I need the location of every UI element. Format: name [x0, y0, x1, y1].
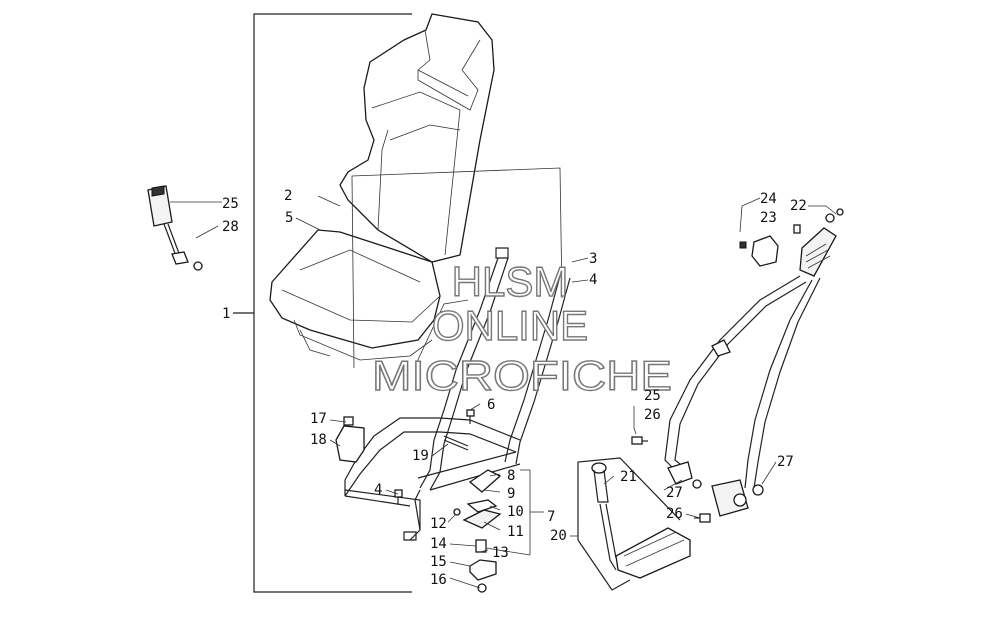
callout-2: 2 [284, 188, 292, 204]
callout-3: 3 [589, 251, 597, 267]
callout-14: 14 [430, 536, 447, 552]
watermark-line2: ONLINE [432, 302, 588, 349]
belt-anchor-left [147, 185, 203, 271]
callout-26b: 26 [666, 506, 683, 522]
callout-22: 22 [790, 198, 807, 214]
callout-16: 16 [430, 572, 447, 588]
callout-27b: 27 [666, 485, 683, 501]
callout-26a: 26 [644, 407, 661, 423]
seat-belt [631, 197, 844, 523]
callout-27a: 27 [777, 454, 794, 470]
callout-4b: 4 [374, 482, 382, 498]
seat-cushion [269, 229, 441, 361]
callout-9: 9 [507, 486, 515, 502]
callout-10: 10 [507, 504, 524, 520]
callout-20: 20 [550, 528, 567, 544]
callout-17: 17 [310, 411, 327, 427]
lower-bracket [469, 539, 497, 593]
callout-25b: 25 [644, 388, 661, 404]
callout-12: 12 [430, 516, 447, 532]
callout-6: 6 [487, 397, 495, 413]
small-hardware [394, 409, 475, 504]
callout-4a: 4 [589, 272, 597, 288]
callout-1: 1 [222, 306, 230, 322]
callout-5: 5 [285, 210, 293, 226]
callout-7: 7 [547, 509, 555, 525]
callout-18: 18 [310, 432, 327, 448]
latch-assembly [453, 469, 502, 529]
callout-28: 28 [222, 219, 239, 235]
callout-23: 23 [760, 210, 777, 226]
watermark-line3: MICROFICHE [372, 352, 672, 399]
seat-assembly-bracket [233, 13, 412, 593]
callout-25a: 25 [222, 196, 239, 212]
seat-mount-bracket [570, 457, 691, 591]
callout-labels: 1 2 3 4 4 5 6 7 8 9 10 11 12 13 14 15 16… [222, 188, 807, 588]
callout-11: 11 [507, 524, 524, 540]
bracket-18 [335, 416, 365, 463]
callout-19: 19 [412, 448, 429, 464]
callout-24: 24 [760, 191, 777, 207]
callout-13: 13 [492, 545, 509, 561]
seat-back [339, 13, 495, 263]
callout-21: 21 [620, 469, 637, 485]
leader-lines [170, 195, 589, 589]
callout-15: 15 [430, 554, 447, 570]
watermark: HLSM ONLINE MICROFICHE [371, 257, 672, 399]
callout-8: 8 [507, 468, 515, 484]
watermark-line1: HLSM [452, 258, 569, 305]
